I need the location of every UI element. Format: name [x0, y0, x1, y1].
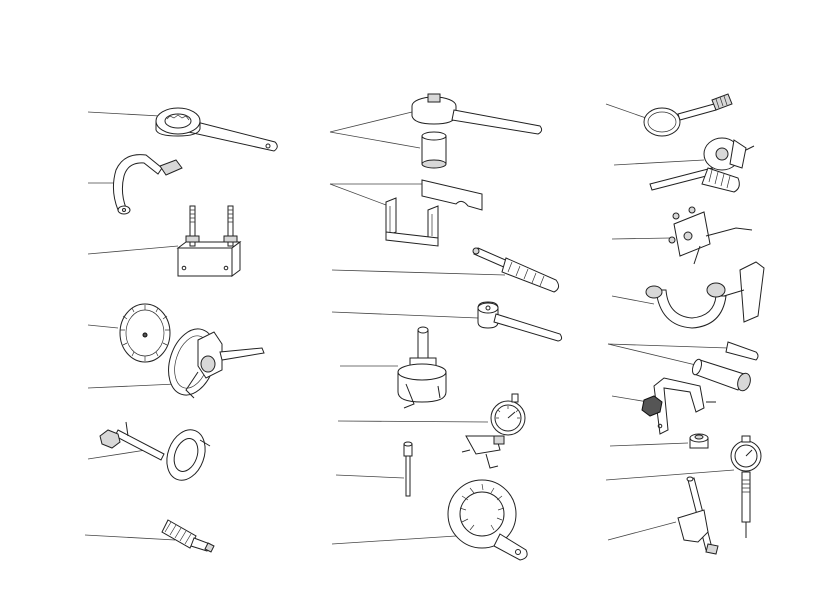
disc-handle-icon	[613, 137, 755, 193]
nut-icon	[609, 433, 709, 449]
degree-disc-icon	[87, 303, 171, 363]
c-clamp-icon	[611, 261, 765, 329]
clamp-ring-icon	[87, 421, 211, 481]
handle-driver-icon	[331, 247, 560, 293]
ring-spanner-icon	[87, 107, 278, 152]
strap-wrench-icon	[605, 93, 733, 137]
dial-gauge-stand-icon	[605, 435, 762, 538]
knurled-pin-icon	[84, 519, 215, 553]
hook-tool-icon	[88, 154, 183, 215]
puller-icon	[340, 326, 447, 409]
degree-pointer-icon	[87, 328, 265, 399]
pin-spanner-icon	[329, 93, 543, 169]
locking-bracket-icon	[87, 205, 242, 277]
drift-icon	[607, 341, 759, 392]
flywheel-holder-icon	[331, 479, 528, 561]
socket-wrench-icon	[331, 301, 563, 342]
pin-punch-icon	[335, 441, 413, 497]
tensioner-bracket-icon	[611, 206, 753, 265]
pillar-clamp-icon	[607, 476, 719, 555]
angle-bracket-icon	[611, 377, 716, 435]
setting-plate-icon	[329, 179, 483, 247]
dial-gauge-icon	[337, 393, 526, 469]
